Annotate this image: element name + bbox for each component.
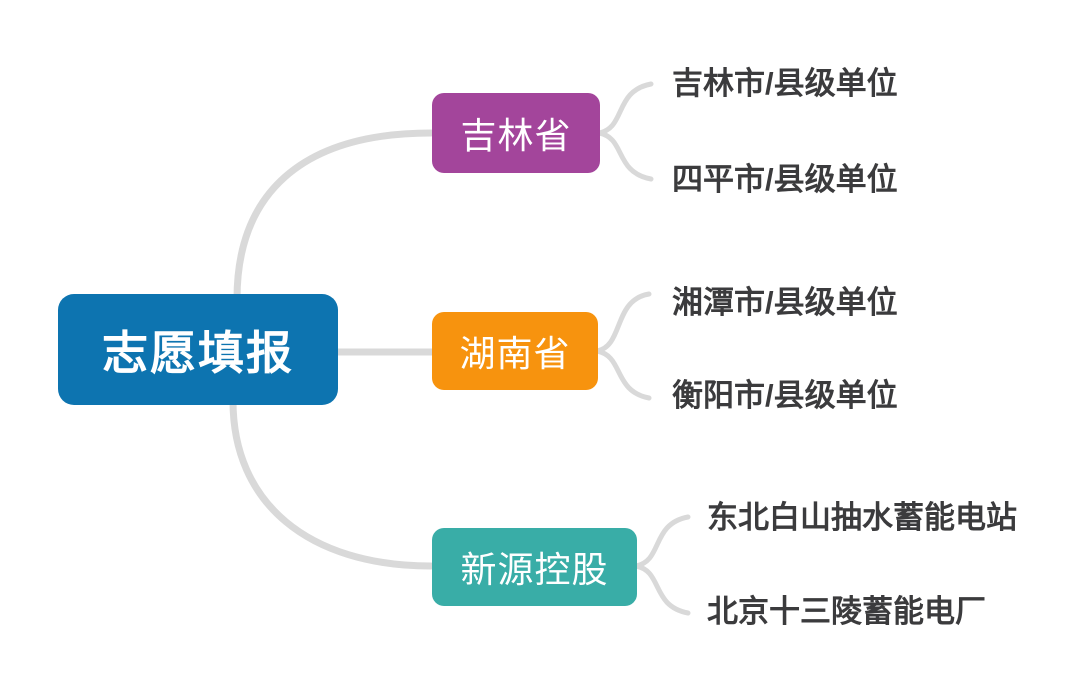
leaf-jilin-city: 吉林市/县级单位	[672, 66, 898, 101]
leaf-xiangtan-city: 湘潭市/县级单位	[672, 285, 898, 320]
link-hunan-to-child1	[594, 291, 652, 354]
leaf-siping-city: 四平市/县级单位	[672, 162, 898, 197]
leaf-baishan-station: 东北白山抽水蓄能电站	[707, 500, 1017, 535]
link-jilin-to-child1	[596, 81, 654, 136]
root-node: 志愿填报	[58, 294, 338, 405]
link-root-to-jilin	[233, 129, 435, 303]
branch-node-xinyuan: 新源控股	[432, 528, 637, 606]
link-root-to-xinyuan	[229, 397, 435, 570]
branch-node-jilin: 吉林省	[432, 93, 600, 173]
link-hunan-to-child2	[594, 348, 652, 401]
link-xinyuan-to-child2	[633, 563, 691, 616]
link-xinyuan-to-child1	[633, 514, 691, 569]
link-jilin-to-child2	[596, 130, 654, 182]
branch-node-hunan: 湖南省	[432, 312, 598, 390]
leaf-hengyang-city: 衡阳市/县级单位	[672, 378, 898, 413]
leaf-shisanling-plant: 北京十三陵蓄能电厂	[707, 594, 986, 629]
